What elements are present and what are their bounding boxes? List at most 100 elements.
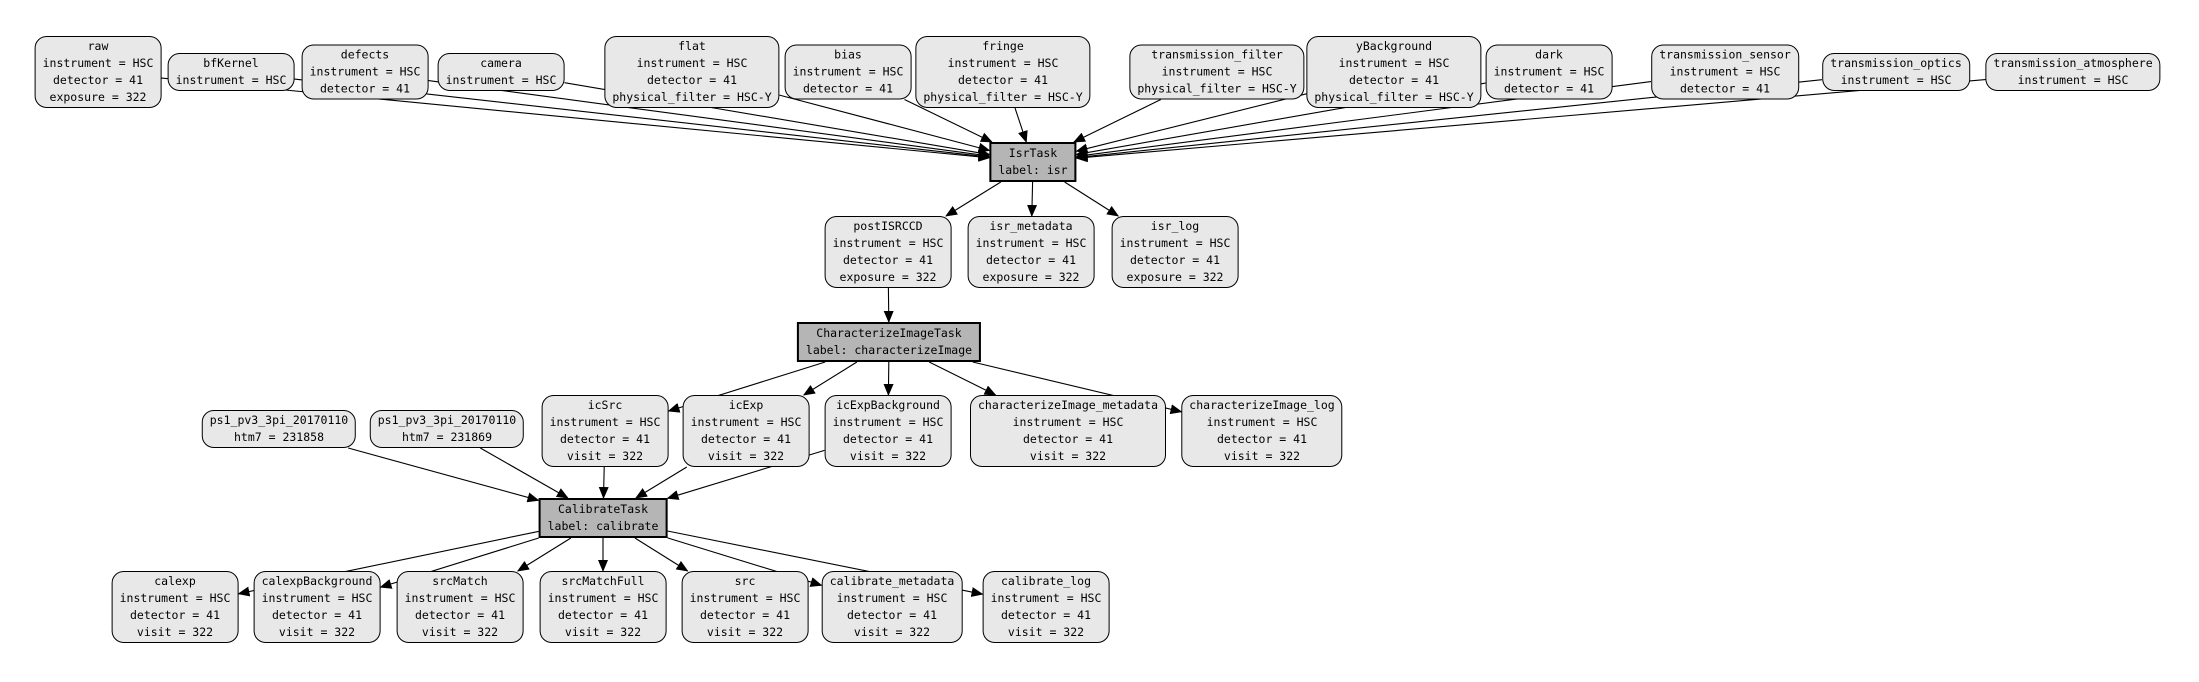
node-attr: instrument = HSC <box>404 591 516 605</box>
node-attr: physical_filter = HSC-Y <box>1314 90 1474 104</box>
node-title: IsrTask <box>1008 146 1058 160</box>
edge-yBackground-to-isr <box>1075 93 1307 154</box>
node-attr: instrument = HSC <box>1669 64 1781 79</box>
node-attr: instrument = HSC <box>832 236 944 250</box>
node-title: characterizeImage_metadata <box>977 398 1159 412</box>
node-title: calibrate_metadata <box>829 574 955 588</box>
node-attr: instrument = HSC <box>1206 415 1318 429</box>
edge-isr-to-postISRCCD <box>945 181 1002 217</box>
node-attr: instrument = HSC <box>1338 56 1450 70</box>
dataset-node-characterizeImage_log: characterizeImage_log instrument = HSC det… <box>1181 395 1343 467</box>
node-title: bfKernel <box>203 56 259 70</box>
node-attr: instrument = HSC <box>836 591 948 605</box>
node-attr: detector = 41 <box>1022 432 1114 446</box>
node-title: fringe <box>982 39 1024 53</box>
node-attr: instrument = HSC <box>792 64 904 79</box>
node-attr: label: calibrate <box>547 519 659 533</box>
node-attr: instrument = HSC <box>549 415 661 429</box>
node-attr: detector = 41 <box>842 432 933 446</box>
node-attr: htm7 = 231858 <box>233 430 325 444</box>
node-attr: detector = 41 <box>52 73 143 87</box>
node-attr: detector = 41 <box>985 253 1076 267</box>
edge-characterizeImage-to-characterizeImage_metadata <box>928 361 997 396</box>
node-title: icExpBackground <box>836 398 940 412</box>
node-title: transmission_optics <box>1830 56 1962 70</box>
node-title: calexp <box>154 574 196 588</box>
node-attr: label: characterizeImage <box>805 343 973 357</box>
node-attr: detector = 41 <box>129 608 220 622</box>
node-attr: visit = 322 <box>136 625 214 639</box>
node-attr: visit = 322 <box>421 625 499 639</box>
node-title: postISRCCD <box>853 219 923 233</box>
node-title: characterizeImage_log <box>1189 398 1335 412</box>
node-attr: physical_filter = HSC-Y <box>612 90 772 104</box>
node-attr: instrument = HSC <box>1012 415 1124 429</box>
node-attr: detector = 41 <box>319 81 410 96</box>
node-attr: visit = 322 <box>853 625 931 639</box>
node-attr: exposure = 322 <box>1126 270 1224 284</box>
node-attr: visit = 322 <box>564 625 642 639</box>
node-title: raw <box>87 39 109 53</box>
edge-calibrate-to-srcMatch <box>516 537 572 572</box>
node-attr: detector = 41 <box>1503 81 1594 96</box>
node-title: bias <box>834 47 862 62</box>
node-attr: exposure = 322 <box>839 270 937 284</box>
node-attr: instrument = HSC <box>636 56 748 70</box>
node-attr: instrument = HSC <box>1493 64 1605 79</box>
node-title: yBackground <box>1355 39 1433 53</box>
node-attr: detector = 41 <box>842 253 933 267</box>
node-title: CalibrateTask <box>557 502 648 516</box>
dataset-node-icExpBackground: icExpBackground instrument = HSC detector … <box>824 395 952 467</box>
node-attr: detector = 41 <box>646 73 737 87</box>
node-attr: instrument = HSC <box>445 73 557 87</box>
dataset-node-bias: bias instrument = HSC detector = 41 <box>784 44 912 100</box>
node-attr: visit = 322 <box>566 449 644 463</box>
node-attr: detector = 41 <box>557 608 648 622</box>
edge-transmission_filter-to-isr <box>1073 99 1162 143</box>
edge-fringe-to-isr <box>1014 107 1028 143</box>
edge-characterizeImage-to-icExp <box>802 361 858 396</box>
node-attr: visit = 322 <box>706 625 784 639</box>
node-attr: instrument = HSC <box>309 64 421 79</box>
node-attr: visit = 322 <box>707 449 785 463</box>
task-node-calibrate: CalibrateTask label: calibrate <box>538 498 668 538</box>
node-title: flat <box>678 39 706 53</box>
node-title: isr_log <box>1150 219 1200 233</box>
node-title: srcMatch <box>432 574 488 588</box>
node-attr: instrument = HSC <box>975 236 1087 250</box>
node-attr: instrument = HSC <box>1161 64 1273 79</box>
node-attr: instrument = HSC <box>690 415 802 429</box>
node-attr: instrument = HSC <box>990 591 1102 605</box>
node-attr: detector = 41 <box>1216 432 1307 446</box>
node-attr: detector = 41 <box>559 432 650 446</box>
dataset-node-postISRCCD: postISRCCD instrument = HSC detector = 41 e… <box>824 216 952 288</box>
node-title: icSrc <box>587 398 623 412</box>
node-attr: instrument = HSC <box>547 591 659 605</box>
edge-isr-to-isr_metadata <box>1027 181 1038 217</box>
node-attr: instrument = HSC <box>689 591 801 605</box>
node-attr: visit = 322 <box>849 449 927 463</box>
node-attr: instrument = HSC <box>832 415 944 429</box>
node-attr: visit = 322 <box>1007 625 1085 639</box>
node-title: src <box>734 574 756 588</box>
node-attr: detector = 41 <box>802 81 893 96</box>
